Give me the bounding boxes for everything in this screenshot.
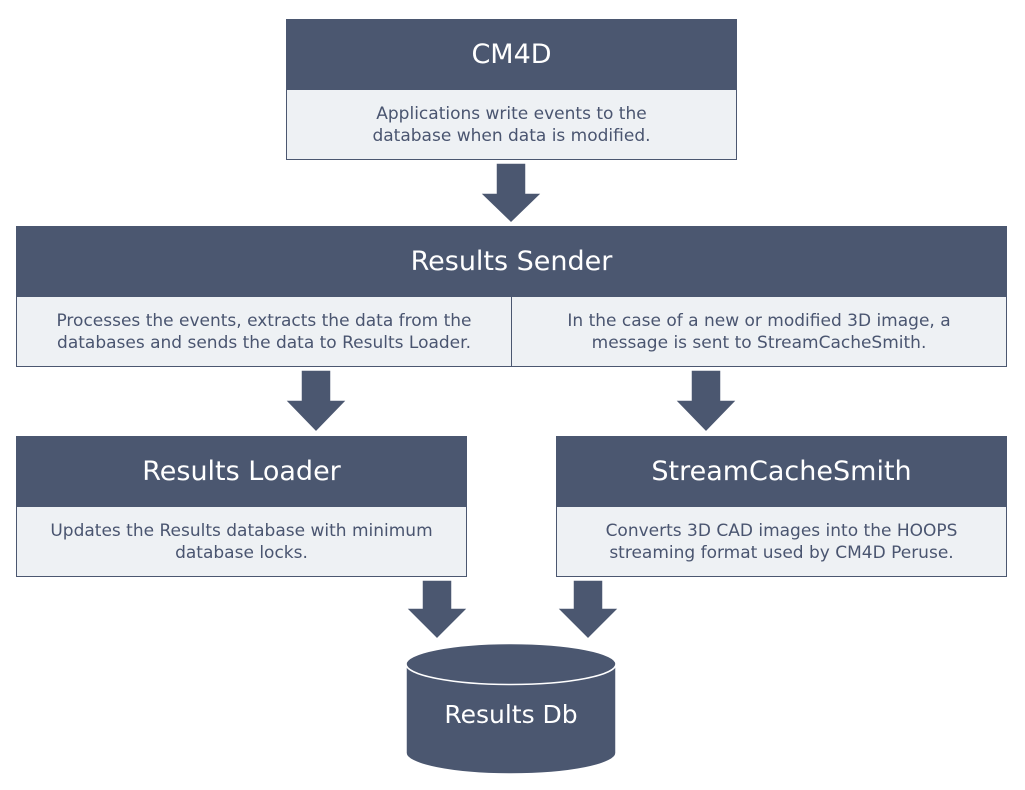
results-sender-body: Processes the events, extracts the data … xyxy=(16,297,1007,367)
cm4d-box: CM4D Applications write events to the da… xyxy=(286,19,737,160)
arrow-down-icon xyxy=(404,579,470,641)
results-sender-title: Results Sender xyxy=(16,226,1007,297)
streamcachesmith-description: Converts 3D CAD images into the HOOPS st… xyxy=(556,507,1007,577)
cm4d-title: CM4D xyxy=(286,19,737,90)
results-loader-title: Results Loader xyxy=(16,436,467,507)
streamcachesmith-box: StreamCacheSmith Converts 3D CAD images … xyxy=(556,436,1007,577)
streamcachesmith-title: StreamCacheSmith xyxy=(556,436,1007,507)
results-loader-description: Updates the Results database with minimu… xyxy=(16,507,467,577)
results-sender-description-right: In the case of a new or modified 3D imag… xyxy=(511,297,1006,366)
arrow-down-icon xyxy=(478,162,544,224)
results-loader-box: Results Loader Updates the Results datab… xyxy=(16,436,467,577)
arrow-down-icon xyxy=(673,369,739,433)
arrow-down-icon xyxy=(555,579,621,641)
arrow-down-icon xyxy=(283,369,349,433)
results-sender-description-left: Processes the events, extracts the data … xyxy=(56,310,472,353)
cm4d-description: Applications write events to the databas… xyxy=(286,90,737,160)
database-icon xyxy=(405,642,617,775)
results-sender-box: Results Sender Processes the events, ext… xyxy=(16,226,1007,367)
results-db-label: Results Db xyxy=(444,700,578,729)
